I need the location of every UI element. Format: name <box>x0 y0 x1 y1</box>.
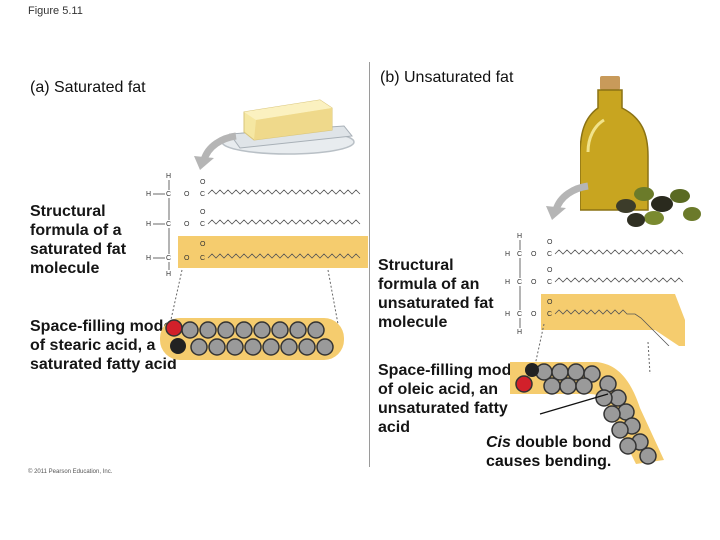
svg-text:O: O <box>547 267 553 274</box>
svg-text:H: H <box>146 221 151 228</box>
svg-text:C: C <box>517 251 522 258</box>
oleic-spacefill-label: Space-filling model of oleic acid, an un… <box>378 362 525 436</box>
svg-text:O: O <box>547 299 553 306</box>
svg-text:C: C <box>200 221 205 228</box>
svg-text:H: H <box>505 251 510 258</box>
unsaturated-structural-label: Structural formula of an unsaturated fat… <box>378 257 494 331</box>
svg-text:O: O <box>184 255 190 262</box>
svg-text:C: C <box>166 255 171 262</box>
svg-text:O: O <box>531 311 537 318</box>
svg-text:H: H <box>146 191 151 198</box>
olive-oil-bottle-image <box>580 76 701 227</box>
curved-arrow-icon-b <box>546 182 589 220</box>
svg-text:O: O <box>184 221 190 228</box>
svg-text:C: C <box>200 191 205 198</box>
oxygen-atom <box>515 375 533 393</box>
svg-text:C: C <box>166 191 171 198</box>
svg-text:H: H <box>146 255 151 262</box>
saturated-structural-label: Structural formula of a saturated fat mo… <box>30 203 127 277</box>
copyright-notice: © 2011 Pearson Education, Inc. <box>28 469 113 475</box>
svg-text:H: H <box>166 173 171 180</box>
svg-text:O: O <box>184 191 190 198</box>
svg-text:O: O <box>531 251 537 258</box>
svg-text:O: O <box>200 179 206 186</box>
oxygen-atom <box>165 319 183 337</box>
carbon-atom <box>525 363 539 377</box>
svg-text:O: O <box>200 209 206 216</box>
cis-italic-text: Cis <box>486 434 511 451</box>
svg-text:O: O <box>547 239 553 246</box>
svg-text:C: C <box>166 221 171 228</box>
cis-rest-text: double bond causes bending. <box>486 434 612 470</box>
svg-text:H: H <box>517 233 522 240</box>
svg-text:C: C <box>517 311 522 318</box>
highlight-band <box>178 236 368 268</box>
zoom-lines-b <box>533 323 651 375</box>
svg-text:C: C <box>547 311 552 318</box>
cis-pointer-line <box>539 393 609 415</box>
stearic-acid-spacefill <box>160 318 344 360</box>
zoom-lines <box>169 269 339 325</box>
svg-text:O: O <box>531 279 537 286</box>
cis-double-bond-label: Cis double bond causes bending. <box>486 433 646 471</box>
carbon-atom <box>170 338 186 354</box>
svg-text:H: H <box>505 311 510 318</box>
svg-text:C: C <box>517 279 522 286</box>
svg-text:C: C <box>547 279 552 286</box>
panel-a-title: (a) Saturated fat <box>30 79 146 96</box>
svg-text:H: H <box>517 329 522 336</box>
stearic-spacefill-label: Space-filling model of stearic acid, a s… <box>30 318 177 373</box>
figure-label: Figure 5.11 <box>28 5 83 17</box>
svg-text:C: C <box>200 255 205 262</box>
panel-divider <box>369 62 370 467</box>
butter-dish-image <box>221 99 355 155</box>
curved-arrow-icon <box>194 132 237 170</box>
svg-text:C: C <box>547 251 552 258</box>
svg-text:H: H <box>166 271 171 278</box>
oleic-acid-spacefill <box>510 362 664 465</box>
svg-text:H: H <box>505 279 510 286</box>
highlight-band <box>541 294 685 346</box>
svg-text:O: O <box>200 241 206 248</box>
panel-b-title: (b) Unsaturated fat <box>380 69 514 86</box>
